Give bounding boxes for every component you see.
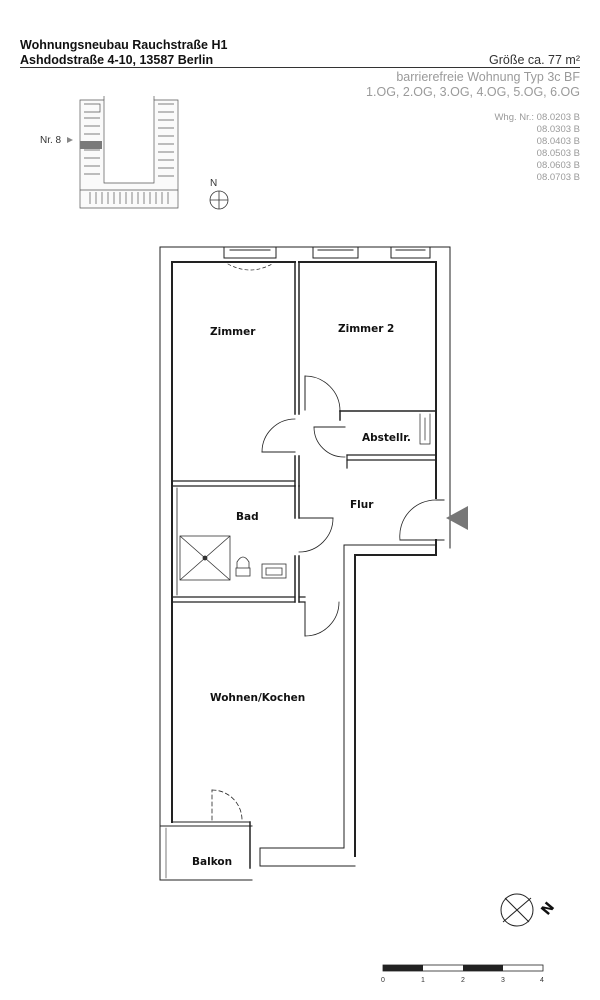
scale-tick-3: 3: [501, 977, 505, 984]
apartment-size: Größe ca. 77 m²: [489, 53, 580, 67]
scale-tick-1: 1: [421, 977, 425, 984]
compass-north-label: N: [538, 899, 558, 918]
unit-number-1: Whg. Nr.: 08.0203 B: [494, 112, 580, 124]
room-label-balkon: Balkon: [192, 856, 232, 868]
room-label-zimmer: Zimmer: [210, 326, 256, 338]
unit-number-4: 08.0503 B: [536, 148, 580, 159]
room-label-zimmer-2: Zimmer 2: [338, 323, 394, 335]
unit-prefix: Whg. Nr.:: [494, 112, 537, 123]
floor-plan: [159, 246, 451, 881]
project-address: Ashdodstraße 4-10, 13587 Berlin: [20, 53, 214, 67]
keyplan-north-label: N: [210, 178, 217, 189]
unit-number: 08.0203 B: [536, 112, 580, 123]
apartment-type: barrierefreie Wohnung Typ 3c BF: [396, 70, 580, 84]
room-label-bad: Bad: [236, 511, 259, 523]
scale-bar: [382, 964, 544, 972]
key-plan: [79, 96, 179, 209]
unit-number-6: 08.0703 B: [536, 172, 580, 183]
keyplan-label: Nr. 8: [40, 135, 62, 146]
project-title: Wohnungsneubau Rauchstraße H1: [20, 38, 228, 52]
keyplan-pointer-icon: [67, 137, 73, 143]
header-rule: [20, 67, 580, 68]
unit-number-list: Whg. Nr.: 08.0203 B 08.0303 B 08.0403 B …: [494, 112, 580, 184]
keyplan-compass-icon: [209, 190, 229, 210]
unit-number-5: 08.0603 B: [536, 160, 580, 171]
scale-tick-0: 0: [381, 977, 385, 984]
scale-tick-2: 2: [461, 977, 465, 984]
keyplan-unit-highlight: [80, 141, 102, 149]
apartment-floors: 1.OG, 2.OG, 3.OG, 4.OG, 5.OG, 6.OG: [366, 85, 580, 99]
compass-icon: [500, 893, 534, 927]
scale-tick-4: 4: [540, 977, 544, 984]
shower-tray: [179, 535, 231, 581]
apartment-info: Größe ca. 77 m² barrierefreie Wohnung Ty…: [366, 53, 580, 100]
room-label-flur: Flur: [350, 499, 374, 511]
project-header: Wohnungsneubau Rauchstraße H1 Ashdodstra…: [20, 38, 227, 68]
unit-number-2: 08.0303 B: [536, 124, 580, 135]
entrance-arrow-icon: [446, 506, 468, 530]
unit-number-3: 08.0403 B: [536, 136, 580, 147]
room-label-abstellraum: Abstellr.: [362, 432, 411, 444]
washbasin: [261, 563, 287, 579]
toilet: [235, 556, 251, 577]
room-label-wohnen-kochen: Wohnen/Kochen: [210, 692, 305, 704]
